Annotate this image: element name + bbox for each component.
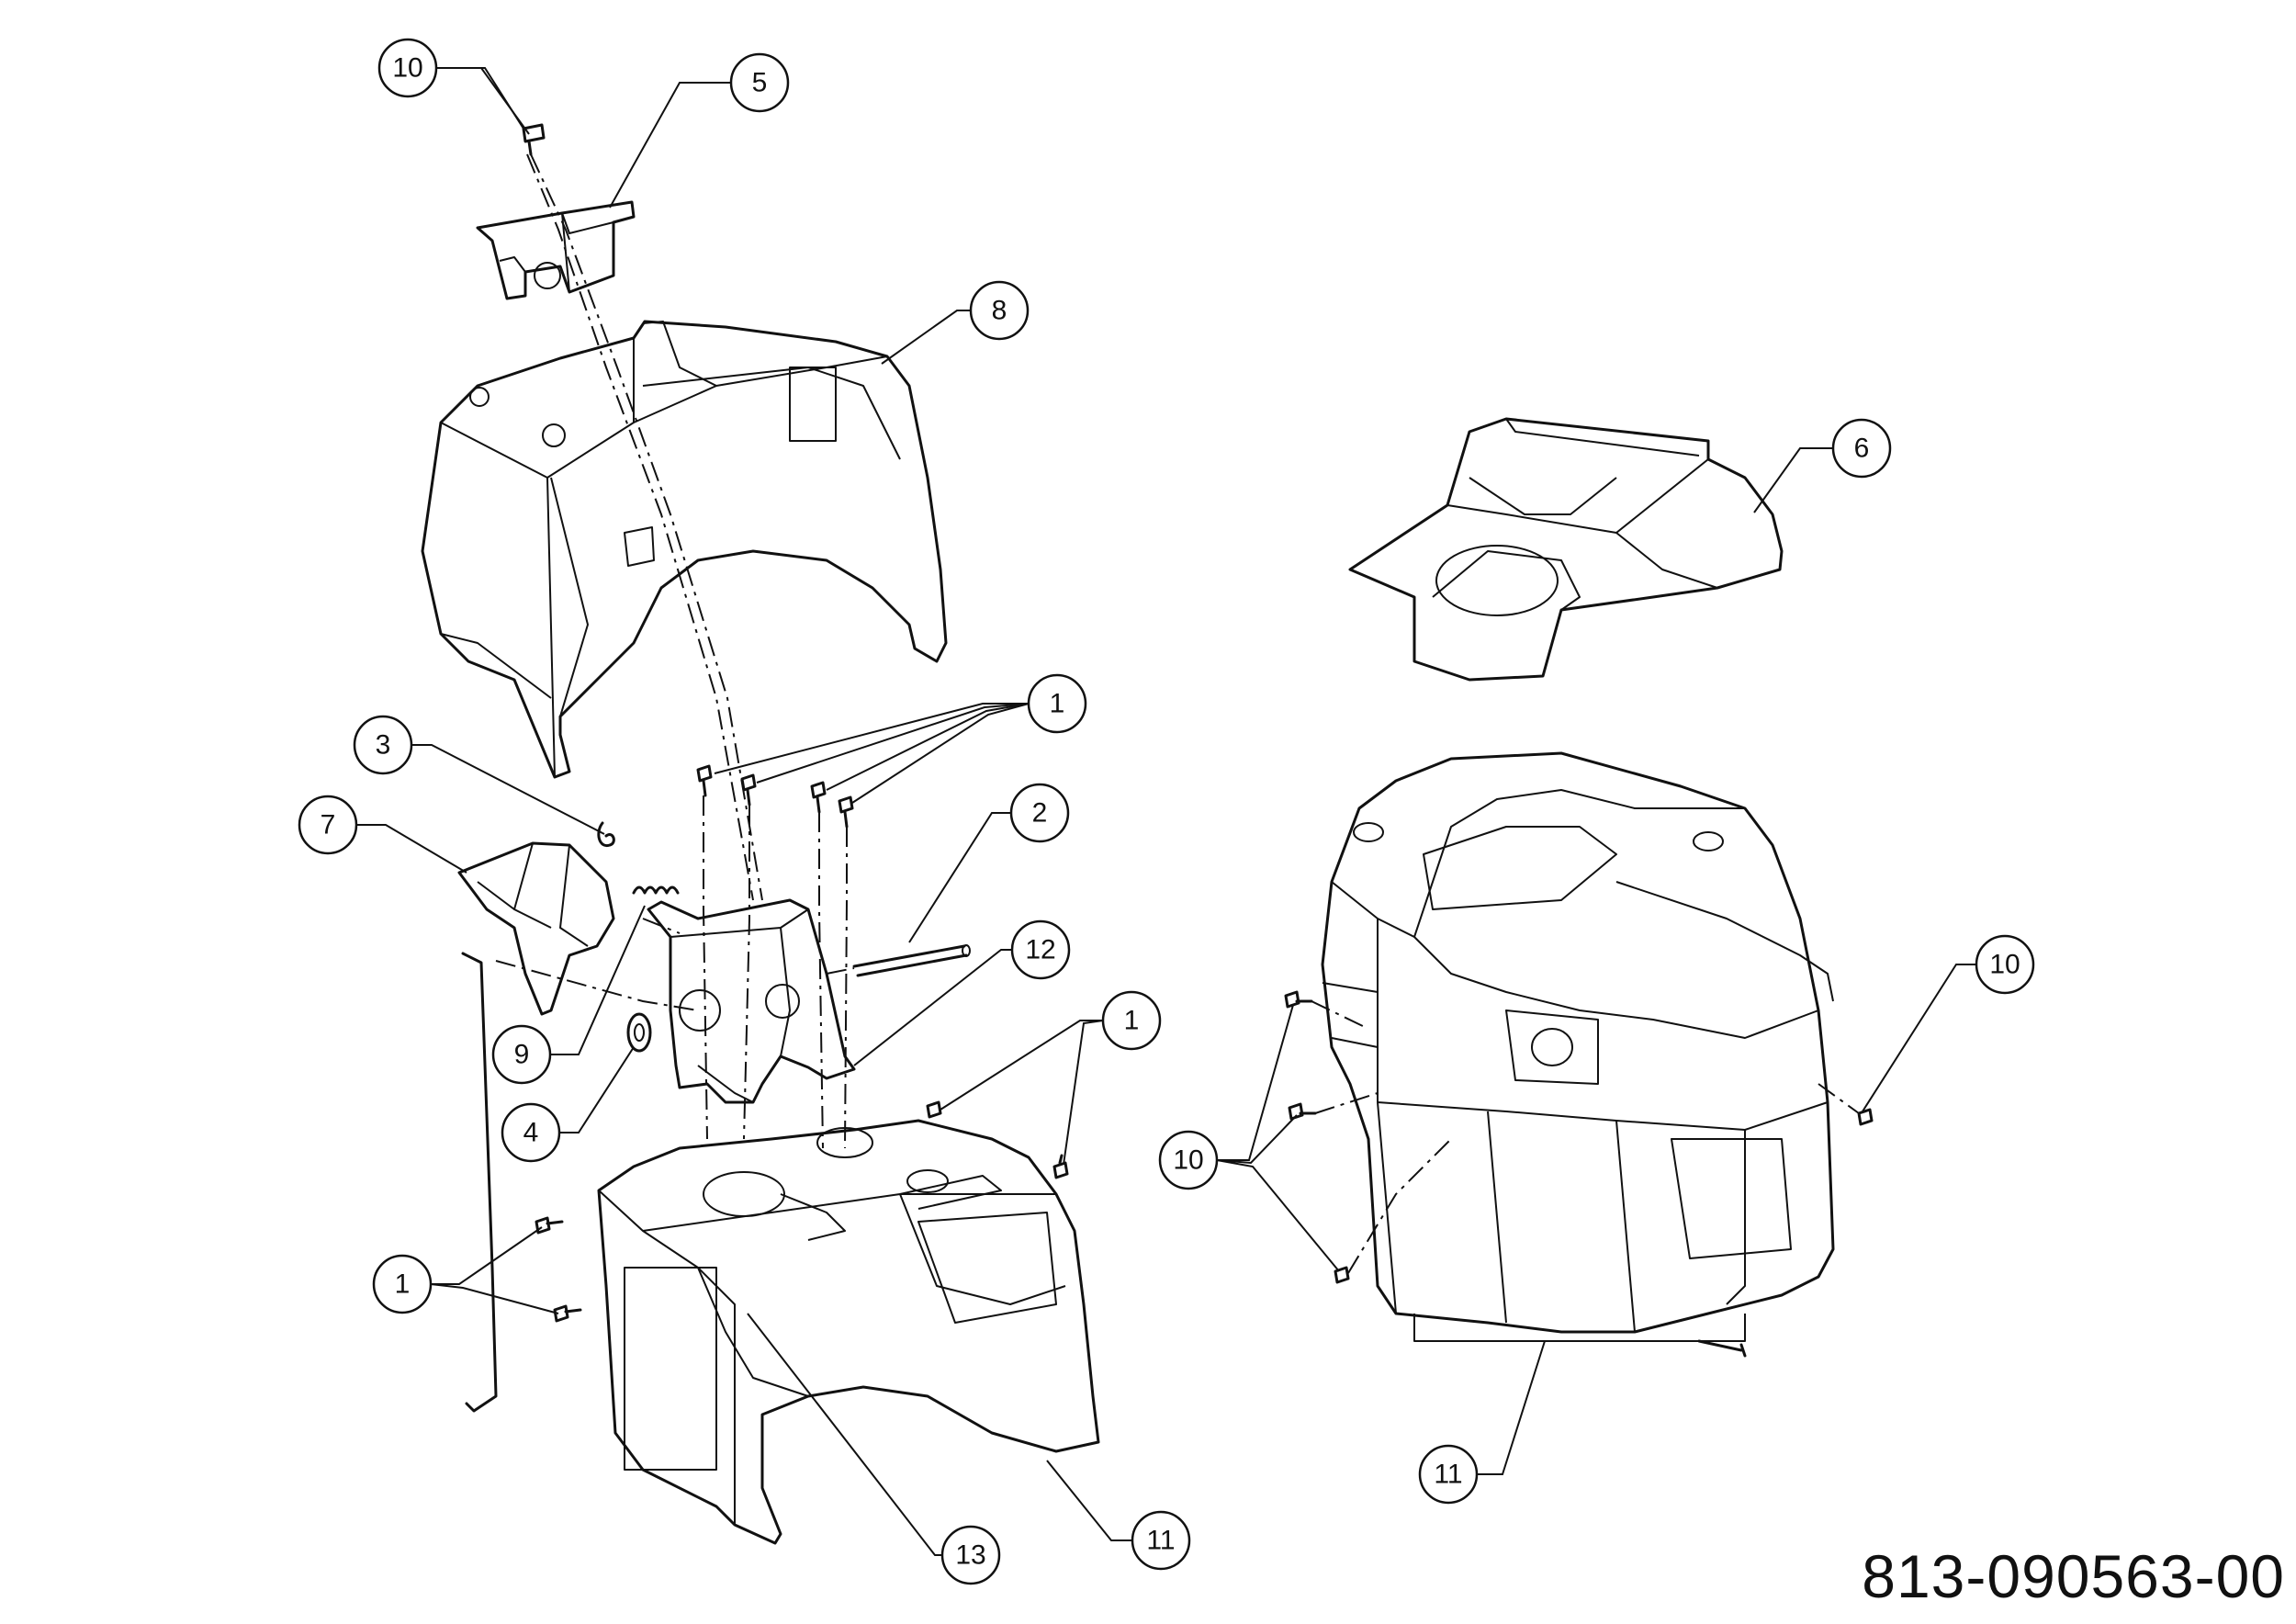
- callout-label: 6: [1854, 434, 1870, 464]
- part-4-washer: [626, 1012, 652, 1053]
- screws-part-1-group-a: [696, 764, 854, 829]
- assembly-lines: [495, 153, 1860, 1274]
- screws-part-1-group-b: [926, 1100, 1069, 1179]
- callout-label: 12: [1025, 935, 1055, 965]
- callout-label: 10: [392, 53, 422, 84]
- callout-12: 12: [1010, 919, 1071, 980]
- callout-4: 4: [501, 1102, 561, 1163]
- callout-label: 1: [1124, 1006, 1140, 1036]
- callout-label: 10: [1173, 1145, 1203, 1176]
- callout-3: 3: [353, 715, 413, 775]
- callout-1-c: 1: [372, 1254, 433, 1314]
- callout-label: 11: [1434, 1460, 1462, 1490]
- callout-10-left: 10: [1158, 1130, 1219, 1190]
- callout-2: 2: [1009, 783, 1070, 843]
- drawing-number: 813-090563-00: [1862, 1542, 2285, 1610]
- callout-label: 5: [752, 68, 768, 98]
- callout-11-left: 11: [1131, 1510, 1191, 1571]
- callout-label: 7: [321, 810, 336, 840]
- rod: [461, 952, 498, 1413]
- callout-11-right: 11: [1418, 1444, 1479, 1505]
- part-3-clip: [597, 821, 615, 848]
- part-5-bracket: [476, 200, 636, 300]
- callout-label: 1: [395, 1269, 411, 1300]
- callout-label: 8: [992, 296, 1007, 326]
- screw-10-top: [522, 123, 546, 156]
- callout-10-top: 10: [377, 38, 438, 98]
- callout-label: 3: [376, 730, 391, 761]
- callout-label: 10: [1989, 950, 2020, 980]
- callout-5: 5: [729, 52, 790, 113]
- callout-7: 7: [298, 795, 358, 855]
- callout-label: 2: [1032, 798, 1048, 829]
- callout-8: 8: [969, 280, 1030, 341]
- part-12-bracket: [647, 898, 856, 1104]
- part-11-lower-housing-right: [1321, 751, 1835, 1342]
- part-7-lever-bracket: [457, 841, 615, 1016]
- part-2-pin: [852, 944, 971, 977]
- part-8-upper-housing: [421, 320, 948, 779]
- callout-9: 9: [491, 1024, 552, 1085]
- part-9-spring: [632, 885, 680, 895]
- part-6-upper-cover: [1348, 417, 1784, 682]
- screws-part-1-group-c: [535, 1216, 582, 1323]
- callout-label: 13: [955, 1540, 985, 1571]
- callout-1-b: 1: [1101, 990, 1162, 1051]
- callout-6: 6: [1831, 418, 1892, 479]
- callout-label: 1: [1050, 689, 1065, 719]
- callout-label: 9: [514, 1040, 530, 1070]
- part-11-lower-housing-left: [597, 1119, 1100, 1545]
- leader-lines: [356, 67, 1976, 1556]
- callout-label: 11: [1146, 1526, 1175, 1556]
- screws-part-10-right: [1284, 990, 1874, 1358]
- callout-label: 4: [523, 1118, 539, 1148]
- callout-10-right: 10: [1975, 934, 2035, 995]
- callout-13: 13: [940, 1525, 1001, 1585]
- callout-1-a: 1: [1027, 673, 1087, 734]
